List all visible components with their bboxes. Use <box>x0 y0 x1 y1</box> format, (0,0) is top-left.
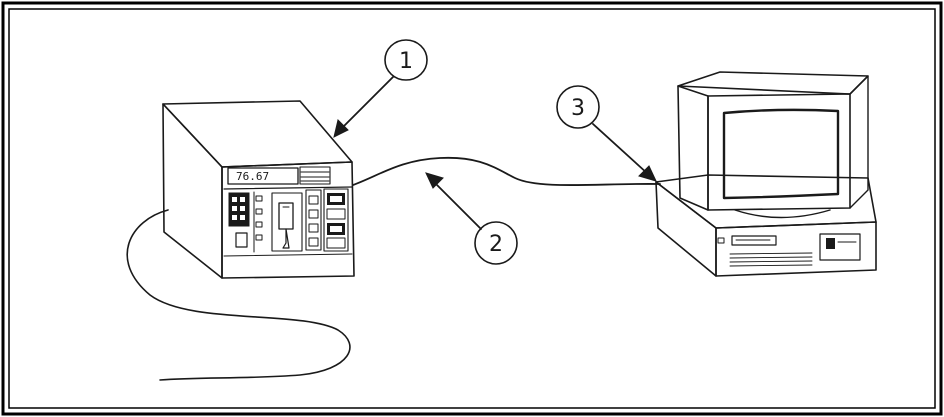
plc-unit: 76.67 <box>162 100 355 279</box>
plc-display <box>227 167 299 185</box>
callout-2-circle <box>474 221 518 265</box>
callout-3: 3 <box>556 85 657 182</box>
callout-3-circle <box>556 85 600 129</box>
floppy-drive <box>731 235 777 246</box>
plc-keypad <box>228 192 250 227</box>
callout-1-label: 1 <box>399 49 413 74</box>
callout-2-arrowhead <box>425 172 444 189</box>
plc-front-face <box>221 161 355 279</box>
system-unit-side <box>655 181 717 277</box>
plc-port <box>235 232 248 248</box>
callout-1-circle <box>384 39 428 81</box>
callout-1: 1 <box>333 39 428 138</box>
monitor-stand <box>734 209 831 219</box>
plc-display-grille <box>299 166 331 185</box>
monitor-side <box>677 85 709 211</box>
plc-io-modules <box>305 188 349 252</box>
callout-1-leader <box>339 76 394 131</box>
inner-frame <box>8 8 936 409</box>
communication-cable <box>352 156 661 187</box>
power-cable <box>126 209 351 381</box>
monitor-screen <box>722 108 840 200</box>
system-unit-vents <box>729 252 813 267</box>
system-unit-front <box>715 221 877 277</box>
monitor-top <box>677 71 869 95</box>
drive-bay <box>819 233 861 261</box>
plc-display-value: 76.67 <box>236 170 269 183</box>
plc-key-switch <box>271 192 303 252</box>
plc-led-column <box>253 191 263 253</box>
callout-3-label: 3 <box>571 96 585 121</box>
callout-2: 2 <box>425 172 518 265</box>
callout-3-leader <box>592 123 649 175</box>
computer <box>655 71 877 277</box>
callout-3-arrowhead <box>638 165 657 182</box>
plc-side-face <box>162 103 223 279</box>
callout-2-label: 2 <box>489 232 503 257</box>
callout-1-arrowhead <box>333 119 349 138</box>
callout-2-leader <box>431 179 482 230</box>
